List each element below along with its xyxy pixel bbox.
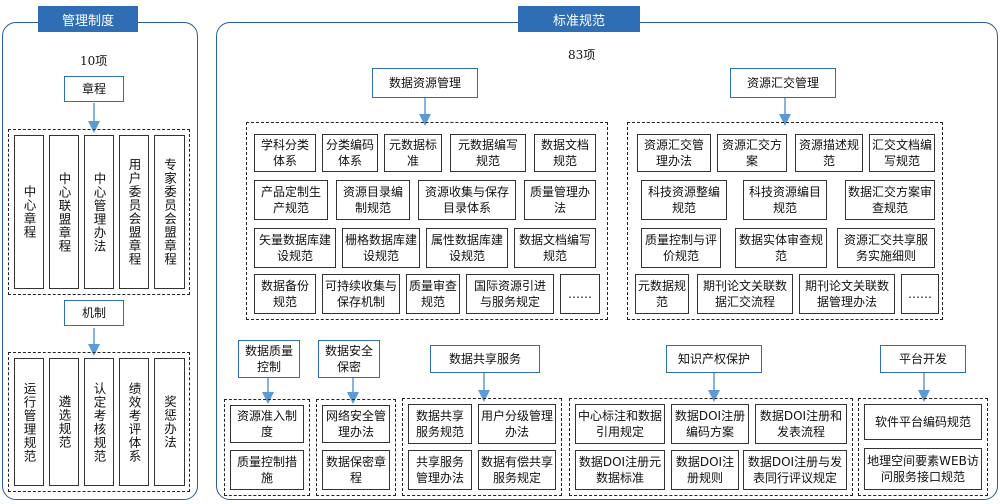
resource-exchange-item: 元数据规范	[635, 274, 689, 314]
resource-exchange-item: 资源汇交方案	[717, 134, 787, 172]
mechanism-item: 遴选规范	[49, 358, 79, 486]
ip-group	[569, 398, 853, 496]
mechanism-group	[8, 352, 190, 492]
resource-exchange-item: 资源汇交管理办法	[637, 134, 711, 172]
mechanism-item: 绩效考评体系	[119, 358, 149, 486]
resource-mgmt-heading: 数据资源管理	[372, 68, 478, 98]
resource-exchange-group	[627, 122, 943, 320]
resource-mgmt-item: 矢量数据库建设规范	[254, 228, 336, 268]
quality-heading: 数据质量控制	[238, 340, 300, 378]
resource-mgmt-item: 资源目录编制规范	[336, 180, 410, 220]
charter-item: 用户委员会盟章程	[119, 135, 149, 289]
charter-item: 专家委员会盟章程	[154, 135, 185, 289]
platform-item: 地理空间要素WEB访问服务接口规范	[864, 448, 982, 490]
resource-mgmt-item: 质量审查规范	[406, 274, 460, 314]
resource-mgmt-item: 元数据编写规范	[450, 134, 526, 172]
resource-exchange-item: ……	[901, 274, 939, 314]
resource-mgmt-group	[246, 122, 608, 320]
resource-mgmt-item: ……	[560, 274, 600, 314]
resource-exchange-item: 数据汇交方案审查规范	[845, 180, 935, 220]
resource-mgmt-item: 元数据标准	[384, 134, 442, 172]
resource-exchange-item: 期刊论文关联数据管理办法	[799, 274, 895, 314]
charter-item: 中心章程	[14, 135, 44, 289]
resource-mgmt-item: 数据文档编写规范	[514, 228, 596, 268]
security-heading: 数据安全保密	[318, 340, 380, 378]
quality-group	[224, 399, 310, 496]
mechanism-item: 运行管理规范	[14, 358, 44, 486]
resource-mgmt-item: 国际资源引进与服务规定	[466, 274, 554, 314]
resource-mgmt-item: 栅格数据库建设规范	[342, 228, 420, 268]
ip-item: 数据DOI注册和发表流程	[755, 404, 847, 444]
charter-item: 中心管理办法	[84, 135, 114, 289]
mechanism-item: 奖惩办法	[154, 358, 185, 486]
resource-mgmt-item: 数据文档规范	[534, 134, 596, 172]
ip-item: 数据DOI注册规则	[671, 450, 739, 490]
quality-item: 资源准入制度	[230, 405, 304, 443]
sharing-group	[402, 398, 562, 496]
resource-mgmt-item: 数据备份规范	[254, 274, 316, 314]
sharing-item: 数据有偿共享服务规定	[478, 450, 556, 490]
charter-item: 中心联盟章程	[49, 135, 79, 289]
mechanism-heading: 机制	[64, 300, 124, 326]
platform-item: 软件平台编码规范	[864, 404, 982, 440]
ip-heading: 知识产权保护	[666, 345, 762, 373]
resource-exchange-item: 质量控制与评价规范	[641, 228, 721, 268]
resource-mgmt-item: 属性数据库建设规范	[426, 228, 508, 268]
sharing-item: 用户分级管理办法	[478, 404, 556, 444]
resource-exchange-item: 科技资源整编规范	[641, 180, 727, 220]
platform-heading: 平台开发	[880, 345, 966, 373]
sharing-item: 数据共享服务规范	[408, 404, 472, 444]
std-count: 83项	[568, 48, 596, 62]
mgmt-title: 管理制度	[38, 6, 138, 32]
resource-exchange-item: 资源汇交共享服务实施细则	[837, 228, 935, 268]
charter-group	[8, 129, 190, 295]
resource-exchange-item: 资源描述规范	[795, 134, 863, 172]
resource-mgmt-item: 资源收集与保存目录体系	[418, 180, 516, 220]
resource-exchange-item: 期刊论文关联数据汇交流程	[697, 274, 793, 314]
ip-item: 数据DOI注册与发表同行评议规定	[743, 450, 847, 490]
platform-group	[858, 398, 988, 496]
resource-exchange-item: 数据实体审查规范	[735, 228, 827, 268]
sharing-item: 共享服务管理办法	[408, 450, 472, 490]
mechanism-item: 认定考核规范	[84, 358, 114, 486]
std-title: 标准规范	[518, 6, 640, 32]
resource-mgmt-item: 学科分类体系	[254, 134, 316, 172]
mgmt-count: 10项	[80, 54, 108, 68]
resource-mgmt-item: 质量管理办法	[524, 180, 596, 220]
resource-mgmt-item: 产品定制生产规范	[254, 180, 328, 220]
security-group	[316, 399, 396, 496]
ip-item: 数据DOI注册编码方案	[671, 404, 749, 444]
charter-heading: 章程	[64, 76, 124, 102]
security-item: 数据保密章程	[322, 450, 390, 490]
resource-exchange-item: 汇交文档编写规范	[869, 134, 935, 172]
ip-item: 中心标注和数据引用规定	[575, 404, 665, 444]
resource-exchange-item: 科技资源编目规范	[743, 180, 827, 220]
resource-mgmt-item: 可持续收集与保存机制	[322, 274, 400, 314]
security-item: 网络安全管理办法	[322, 405, 390, 443]
ip-item: 数据DOI注册元数据标准	[575, 450, 665, 490]
resource-mgmt-item: 分类编码体系	[322, 134, 378, 172]
sharing-heading: 数据共享服务	[430, 345, 540, 373]
resource-exchange-heading: 资源汇交管理	[730, 68, 836, 98]
quality-item: 质量控制措施	[230, 450, 304, 490]
